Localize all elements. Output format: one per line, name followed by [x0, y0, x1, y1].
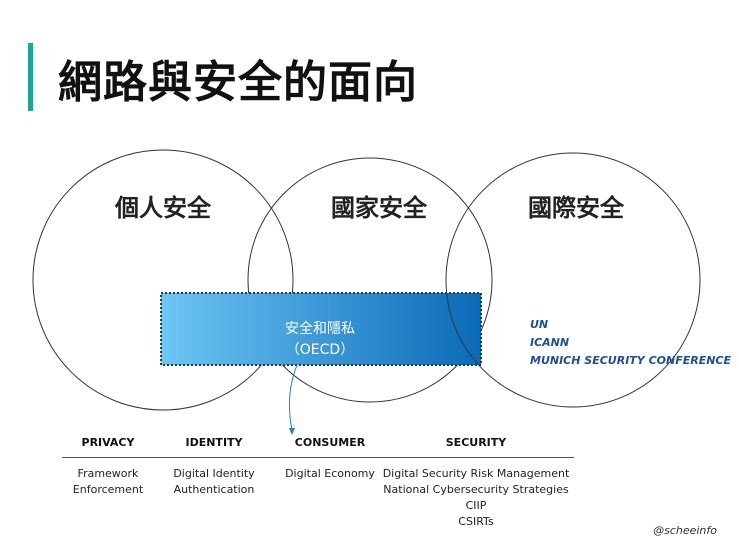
circle-national-security	[247, 157, 493, 403]
org-item: MUNICH SECURITY CONFERENCE	[530, 354, 732, 367]
overlap-line-2: （OECD）	[285, 342, 355, 358]
organizations-list: UN ICANN MUNICH SECURITY CONFERENCE	[530, 316, 731, 370]
author-credit: @scheeinfo	[653, 524, 717, 537]
category-items-privacy: Framework Enforcement	[73, 466, 143, 498]
overlap-box-text: 安全和隱私 （OECD）	[285, 319, 355, 361]
org-item: UN	[530, 318, 549, 331]
category-items-security: Digital Security Risk Management Nationa…	[383, 466, 570, 530]
circle-label-national: 國家安全	[331, 194, 427, 222]
category-heading-security: SECURITY	[445, 436, 507, 449]
overlap-line-1: 安全和隱私	[285, 321, 355, 337]
org-item: ICANN	[530, 336, 570, 349]
category-item: Framework	[77, 467, 139, 480]
category-items-consumer: Digital Economy	[285, 466, 375, 482]
privacy-security-box	[160, 292, 482, 366]
category-divider	[62, 457, 574, 458]
category-item: CSIRTs	[458, 515, 494, 528]
circle-personal-security	[32, 149, 294, 411]
category-item: Digital Economy	[285, 467, 375, 480]
category-heading-consumer: CONSUMER	[294, 436, 366, 449]
category-items-identity: Digital Identity Authentication	[173, 466, 254, 498]
category-heading-identity: IDENTITY	[185, 436, 243, 449]
category-item: Digital Security Risk Management	[382, 467, 570, 480]
category-heading-privacy: PRIVACY	[81, 436, 135, 449]
title-accent-bar	[28, 43, 33, 111]
circle-label-personal: 個人安全	[115, 194, 211, 222]
slide-title: 網路與安全的面向	[58, 57, 418, 108]
connector-arrow	[288, 364, 298, 431]
category-item: CIIP	[465, 499, 487, 512]
connector-arrowhead	[289, 428, 295, 435]
category-item: Digital Identity	[173, 467, 255, 480]
circle-international-security	[445, 152, 701, 408]
category-item: National Cybersecurity Strategies	[383, 483, 569, 496]
circle-label-international: 國際安全	[528, 194, 624, 222]
category-item: Enforcement	[72, 483, 144, 496]
category-item: Authentication	[173, 483, 255, 496]
